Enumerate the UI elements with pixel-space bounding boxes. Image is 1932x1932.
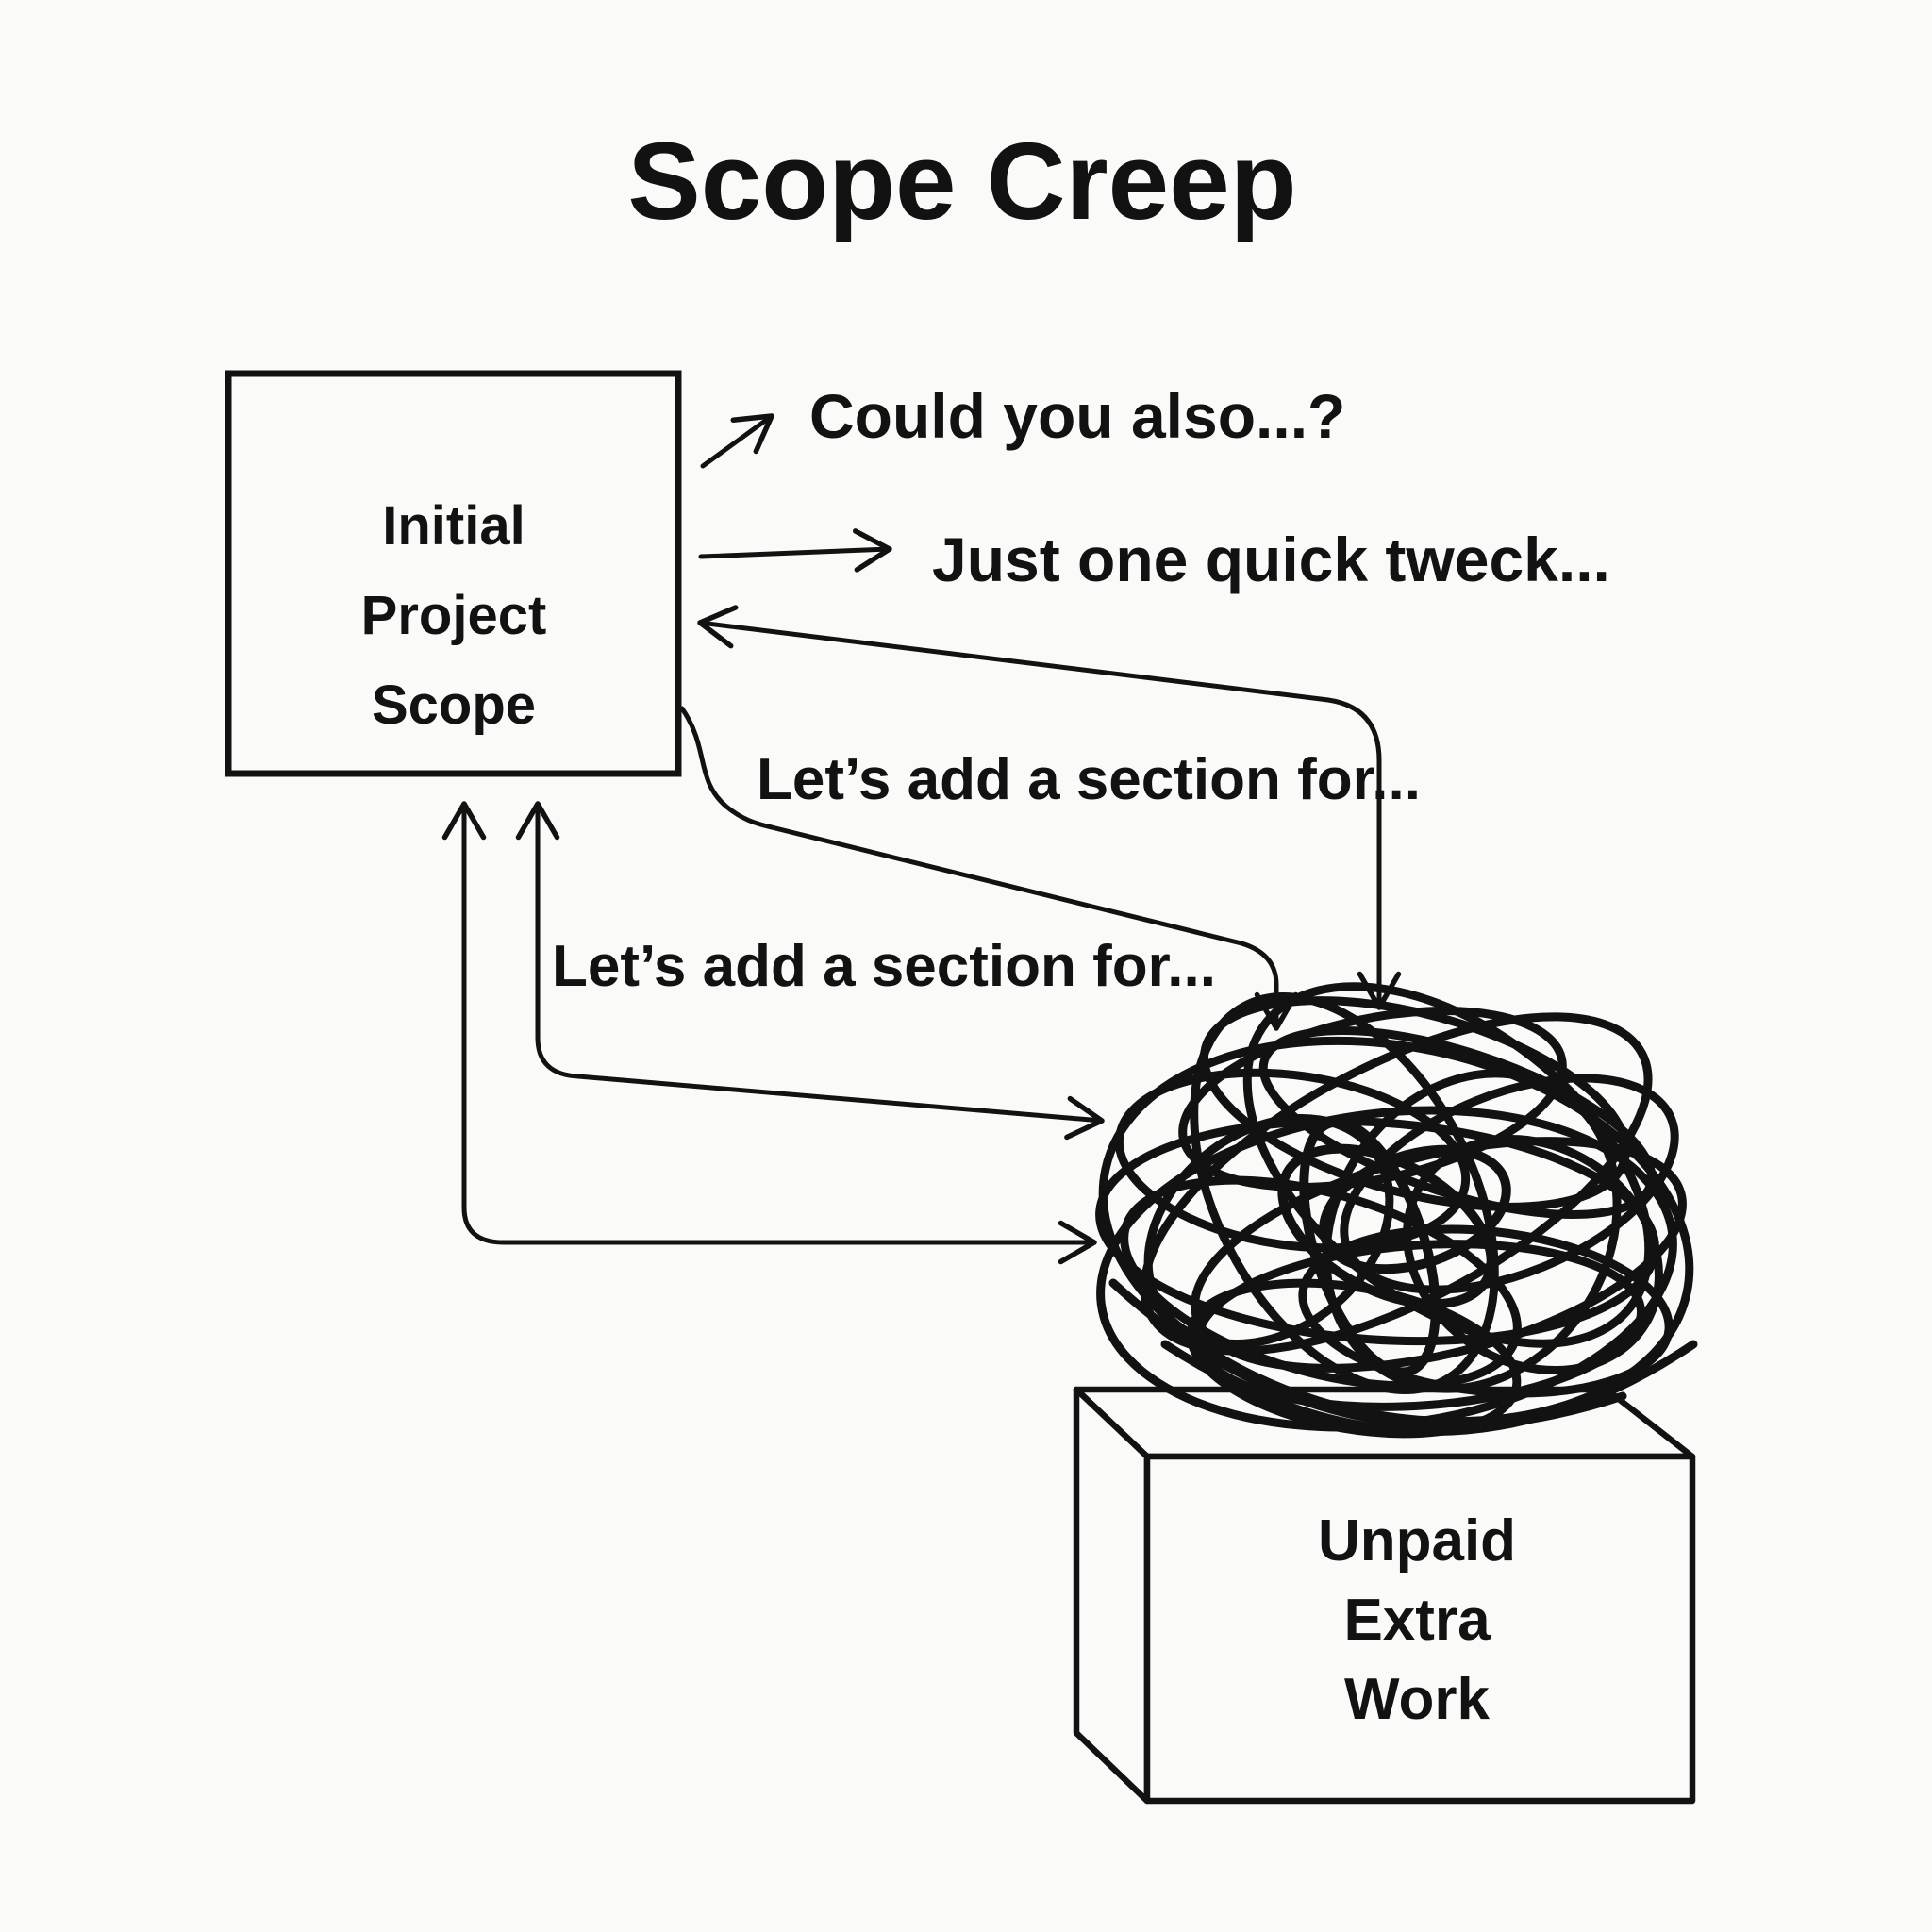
scribble-loop bbox=[1160, 1340, 1698, 1436]
page-title: Scope Creep bbox=[627, 120, 1296, 242]
initial-scope-line-2: Project bbox=[361, 585, 547, 646]
scribble-loop bbox=[1277, 1143, 1496, 1309]
callout-could-you-also: Could you also...? bbox=[809, 381, 1345, 451]
unpaid-line-1: Unpaid bbox=[1318, 1508, 1516, 1574]
arrow-to-quick-tweck bbox=[698, 528, 892, 573]
callout-quick-tweck: Just one quick tweck... bbox=[932, 525, 1610, 594]
scribble-loop bbox=[1098, 1036, 1694, 1426]
callout-add-section-2: Let’s add a section for... bbox=[552, 934, 1216, 999]
unpaid-box: Unpaid Extra Work bbox=[1073, 1386, 1696, 1805]
connectors bbox=[441, 413, 1402, 1265]
unpaid-box-left-face bbox=[1073, 1386, 1151, 1805]
connector-loop-outer bbox=[441, 801, 1097, 1265]
tangle-scribble bbox=[1095, 982, 1698, 1439]
initial-scope-line-3: Scope bbox=[372, 675, 536, 736]
callout-add-section-1: Let’s add a section for... bbox=[757, 747, 1421, 812]
scribble-loop bbox=[1299, 1117, 1441, 1377]
scribble-loop bbox=[1108, 1278, 1627, 1430]
initial-scope-line-1: Initial bbox=[382, 495, 525, 557]
unpaid-line-3: Work bbox=[1344, 1667, 1490, 1732]
connector-return-to-scope bbox=[697, 605, 1402, 1010]
initial-scope-box-outline bbox=[225, 370, 682, 777]
scribble-loop bbox=[1242, 982, 1654, 1348]
initial-scope-box: Initial Project Scope bbox=[225, 370, 682, 777]
scribble-loop bbox=[1190, 991, 1499, 1395]
unpaid-line-2: Extra bbox=[1343, 1588, 1491, 1653]
arrow-to-could-you-also bbox=[700, 413, 774, 469]
unpaid-box-front-face bbox=[1143, 1453, 1696, 1805]
